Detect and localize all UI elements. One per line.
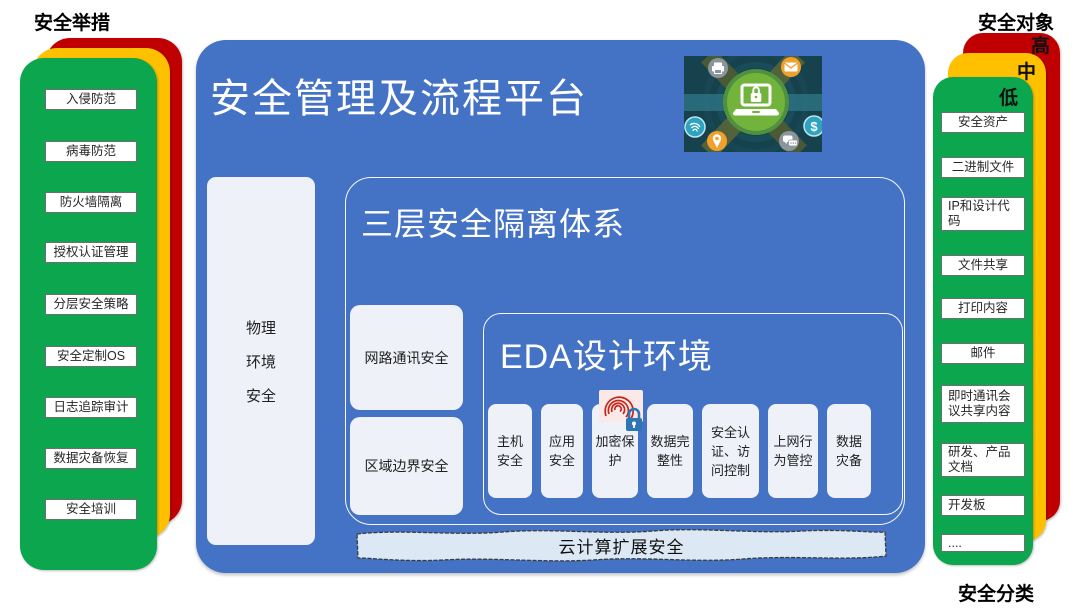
left-item: 分层安全策略 (45, 294, 137, 315)
printer-icon (708, 58, 728, 78)
right-item: 研发、产品文档 (941, 443, 1025, 477)
physical-env-line: 物理 (245, 319, 276, 337)
right-stack-card-green (933, 77, 1033, 565)
isolation-framework-title: 三层安全隔离体系 (361, 206, 626, 242)
eda-items-row: 主机安全 应用安全 加密保护 数据完整性 安全认证、访问控制 上网行为管控 数据… (488, 404, 874, 498)
right-item: 二进制文件 (941, 157, 1025, 178)
level-label-high: 高 (1031, 36, 1051, 57)
mail-icon (781, 57, 801, 77)
right-bottom-title: 安全分类 (958, 584, 1035, 605)
right-item: 文件共享 (941, 255, 1025, 276)
right-item: 开发板 (941, 495, 1025, 516)
dollar-icon: $ (803, 115, 822, 137)
level-label-medium: 中 (1017, 62, 1037, 83)
eda-item: 数据灾备 (827, 404, 871, 498)
left-panel-title: 安全举措 (34, 13, 111, 34)
left-item: 安全培训 (45, 499, 137, 520)
eda-environment-box (483, 313, 903, 515)
svg-text:$: $ (810, 119, 818, 134)
fingerprint-icon (684, 116, 706, 138)
right-item: 安全资产 (941, 112, 1025, 133)
right-item: .... (941, 534, 1025, 552)
right-panel-title: 安全对象 (978, 13, 1055, 34)
left-item: 日志追踪审计 (45, 397, 137, 418)
laptop-lock-icon (723, 69, 789, 135)
right-item: IP和设计代码 (941, 197, 1025, 231)
network-comm-box: 网路通讯安全 (350, 305, 463, 410)
eda-item: 上网行为管控 (768, 404, 818, 498)
eda-item: 数据完整性 (647, 404, 693, 498)
cloud-banner-ribbon (356, 529, 887, 562)
right-item: 打印内容 (941, 298, 1025, 319)
platform-title: 安全管理及流程平台 (210, 77, 588, 121)
eda-item: 应用安全 (541, 404, 583, 498)
left-item: 病毒防范 (45, 141, 137, 162)
physical-env-line: 安全 (245, 387, 276, 405)
level-label-low: 低 (999, 88, 1019, 109)
left-item: 入侵防范 (45, 89, 137, 110)
area-boundary-box: 区域边界安全 (350, 417, 463, 515)
physical-env-box: 物理 环境 安全 (207, 177, 315, 545)
right-item: 即时通讯会议共享内容 (941, 385, 1025, 423)
left-item: 数据灾备恢复 (45, 448, 137, 469)
fingerprint-lock-icon (599, 390, 643, 431)
cloud-banner-label: 云计算扩展安全 (558, 538, 685, 557)
eda-item: 安全认证、访问控制 (702, 404, 759, 498)
eda-item: 主机安全 (488, 404, 532, 498)
right-item: 邮件 (941, 343, 1025, 364)
physical-env-line: 环境 (245, 353, 276, 371)
security-illustration: $ (684, 56, 822, 152)
chat-bubbles-icon (779, 131, 799, 151)
left-item: 安全定制OS (45, 346, 137, 367)
left-item: 授权认证管理 (45, 242, 137, 263)
eda-environment-title: EDA设计环境 (500, 338, 713, 376)
location-pin-icon (707, 131, 727, 151)
left-item: 防火墙隔离 (45, 192, 137, 213)
isolation-framework-box (345, 177, 905, 525)
